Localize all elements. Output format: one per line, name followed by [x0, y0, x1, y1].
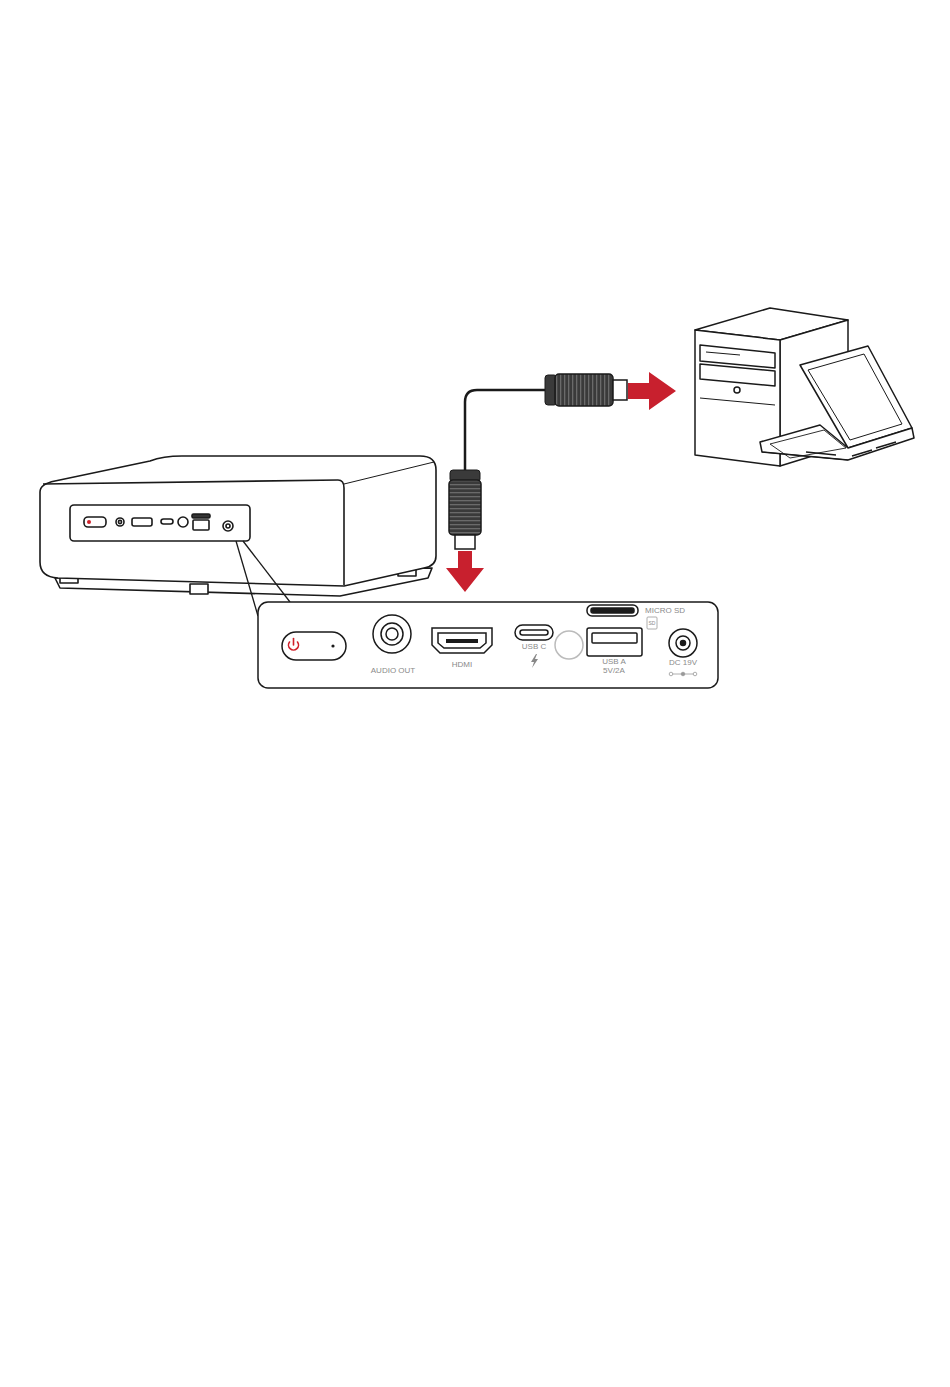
- lightning-symbol: [531, 654, 538, 668]
- port-rating: 5V/2A: [603, 666, 625, 675]
- port-panel: [669, 629, 697, 657]
- projector: [193, 520, 209, 530]
- port-panel: [289, 639, 299, 651]
- projector: [344, 462, 434, 484]
- port-label: DC 19V: [669, 658, 697, 667]
- port-label: USB C: [522, 642, 546, 651]
- projector: [178, 517, 188, 527]
- hdmi-cable: [465, 390, 548, 480]
- port-label: MICRO SD: [645, 606, 685, 615]
- computer: [734, 387, 740, 393]
- hdmi-cable: [613, 380, 627, 400]
- port-panel: [676, 636, 690, 650]
- projector: [132, 518, 152, 526]
- direction-arrow: [446, 372, 676, 592]
- projector: [84, 517, 106, 527]
- projector: [40, 456, 436, 586]
- port-panel: [373, 615, 411, 653]
- port-panel: [520, 630, 548, 635]
- lightning-symbol: [531, 654, 538, 668]
- projector: [192, 514, 210, 518]
- port-panel: [331, 644, 334, 647]
- port-panel: [587, 605, 638, 616]
- projector: [70, 505, 250, 541]
- dc-symbol: [693, 672, 697, 676]
- computer: [695, 308, 914, 466]
- projector: [190, 584, 208, 594]
- hdmi-cable: [449, 480, 481, 535]
- port-panel: [258, 602, 718, 688]
- direction-arrow: [446, 551, 484, 592]
- computer: [700, 364, 775, 386]
- port-panel: [647, 617, 657, 629]
- port-panel: [555, 631, 583, 659]
- port-panel: [432, 628, 492, 653]
- projector: [87, 520, 91, 524]
- port-panel: [515, 625, 553, 640]
- port-panel: [386, 628, 398, 640]
- computer: [760, 425, 914, 460]
- port-panel: [381, 623, 403, 645]
- dc-symbol: [681, 672, 685, 676]
- port-panel: [681, 641, 686, 646]
- projector: [116, 518, 124, 526]
- projector: [226, 524, 230, 528]
- port-panel: [258, 602, 718, 688]
- dc-symbol: [669, 672, 697, 676]
- projector: [223, 521, 233, 531]
- callout-leader: [243, 541, 290, 602]
- icon-text: SD: [649, 621, 656, 626]
- port-panel: [293, 639, 295, 646]
- hdmi-cable: [449, 374, 627, 549]
- callout-leader: [236, 541, 258, 616]
- hdmi-cable: [555, 374, 613, 406]
- computer: [762, 452, 848, 460]
- computer: [806, 442, 896, 456]
- port-label: USB A: [602, 657, 626, 666]
- port-panel: [282, 632, 346, 660]
- projector: [43, 480, 344, 585]
- port-panel: [592, 633, 637, 643]
- port-label: HDMI: [452, 660, 472, 669]
- port-label: AUDIO OUT: [371, 666, 415, 675]
- computer: [706, 352, 740, 355]
- port-panel: [591, 608, 634, 613]
- projector: [161, 519, 173, 524]
- port-panel: [587, 628, 642, 656]
- computer: [700, 398, 775, 405]
- port-panel: [446, 639, 478, 643]
- dc-symbol: [669, 672, 673, 676]
- projector: [118, 520, 121, 523]
- port-panel: [438, 633, 486, 648]
- direction-arrow: [628, 372, 676, 410]
- projector: [40, 456, 436, 596]
- hdmi-cable: [455, 535, 475, 549]
